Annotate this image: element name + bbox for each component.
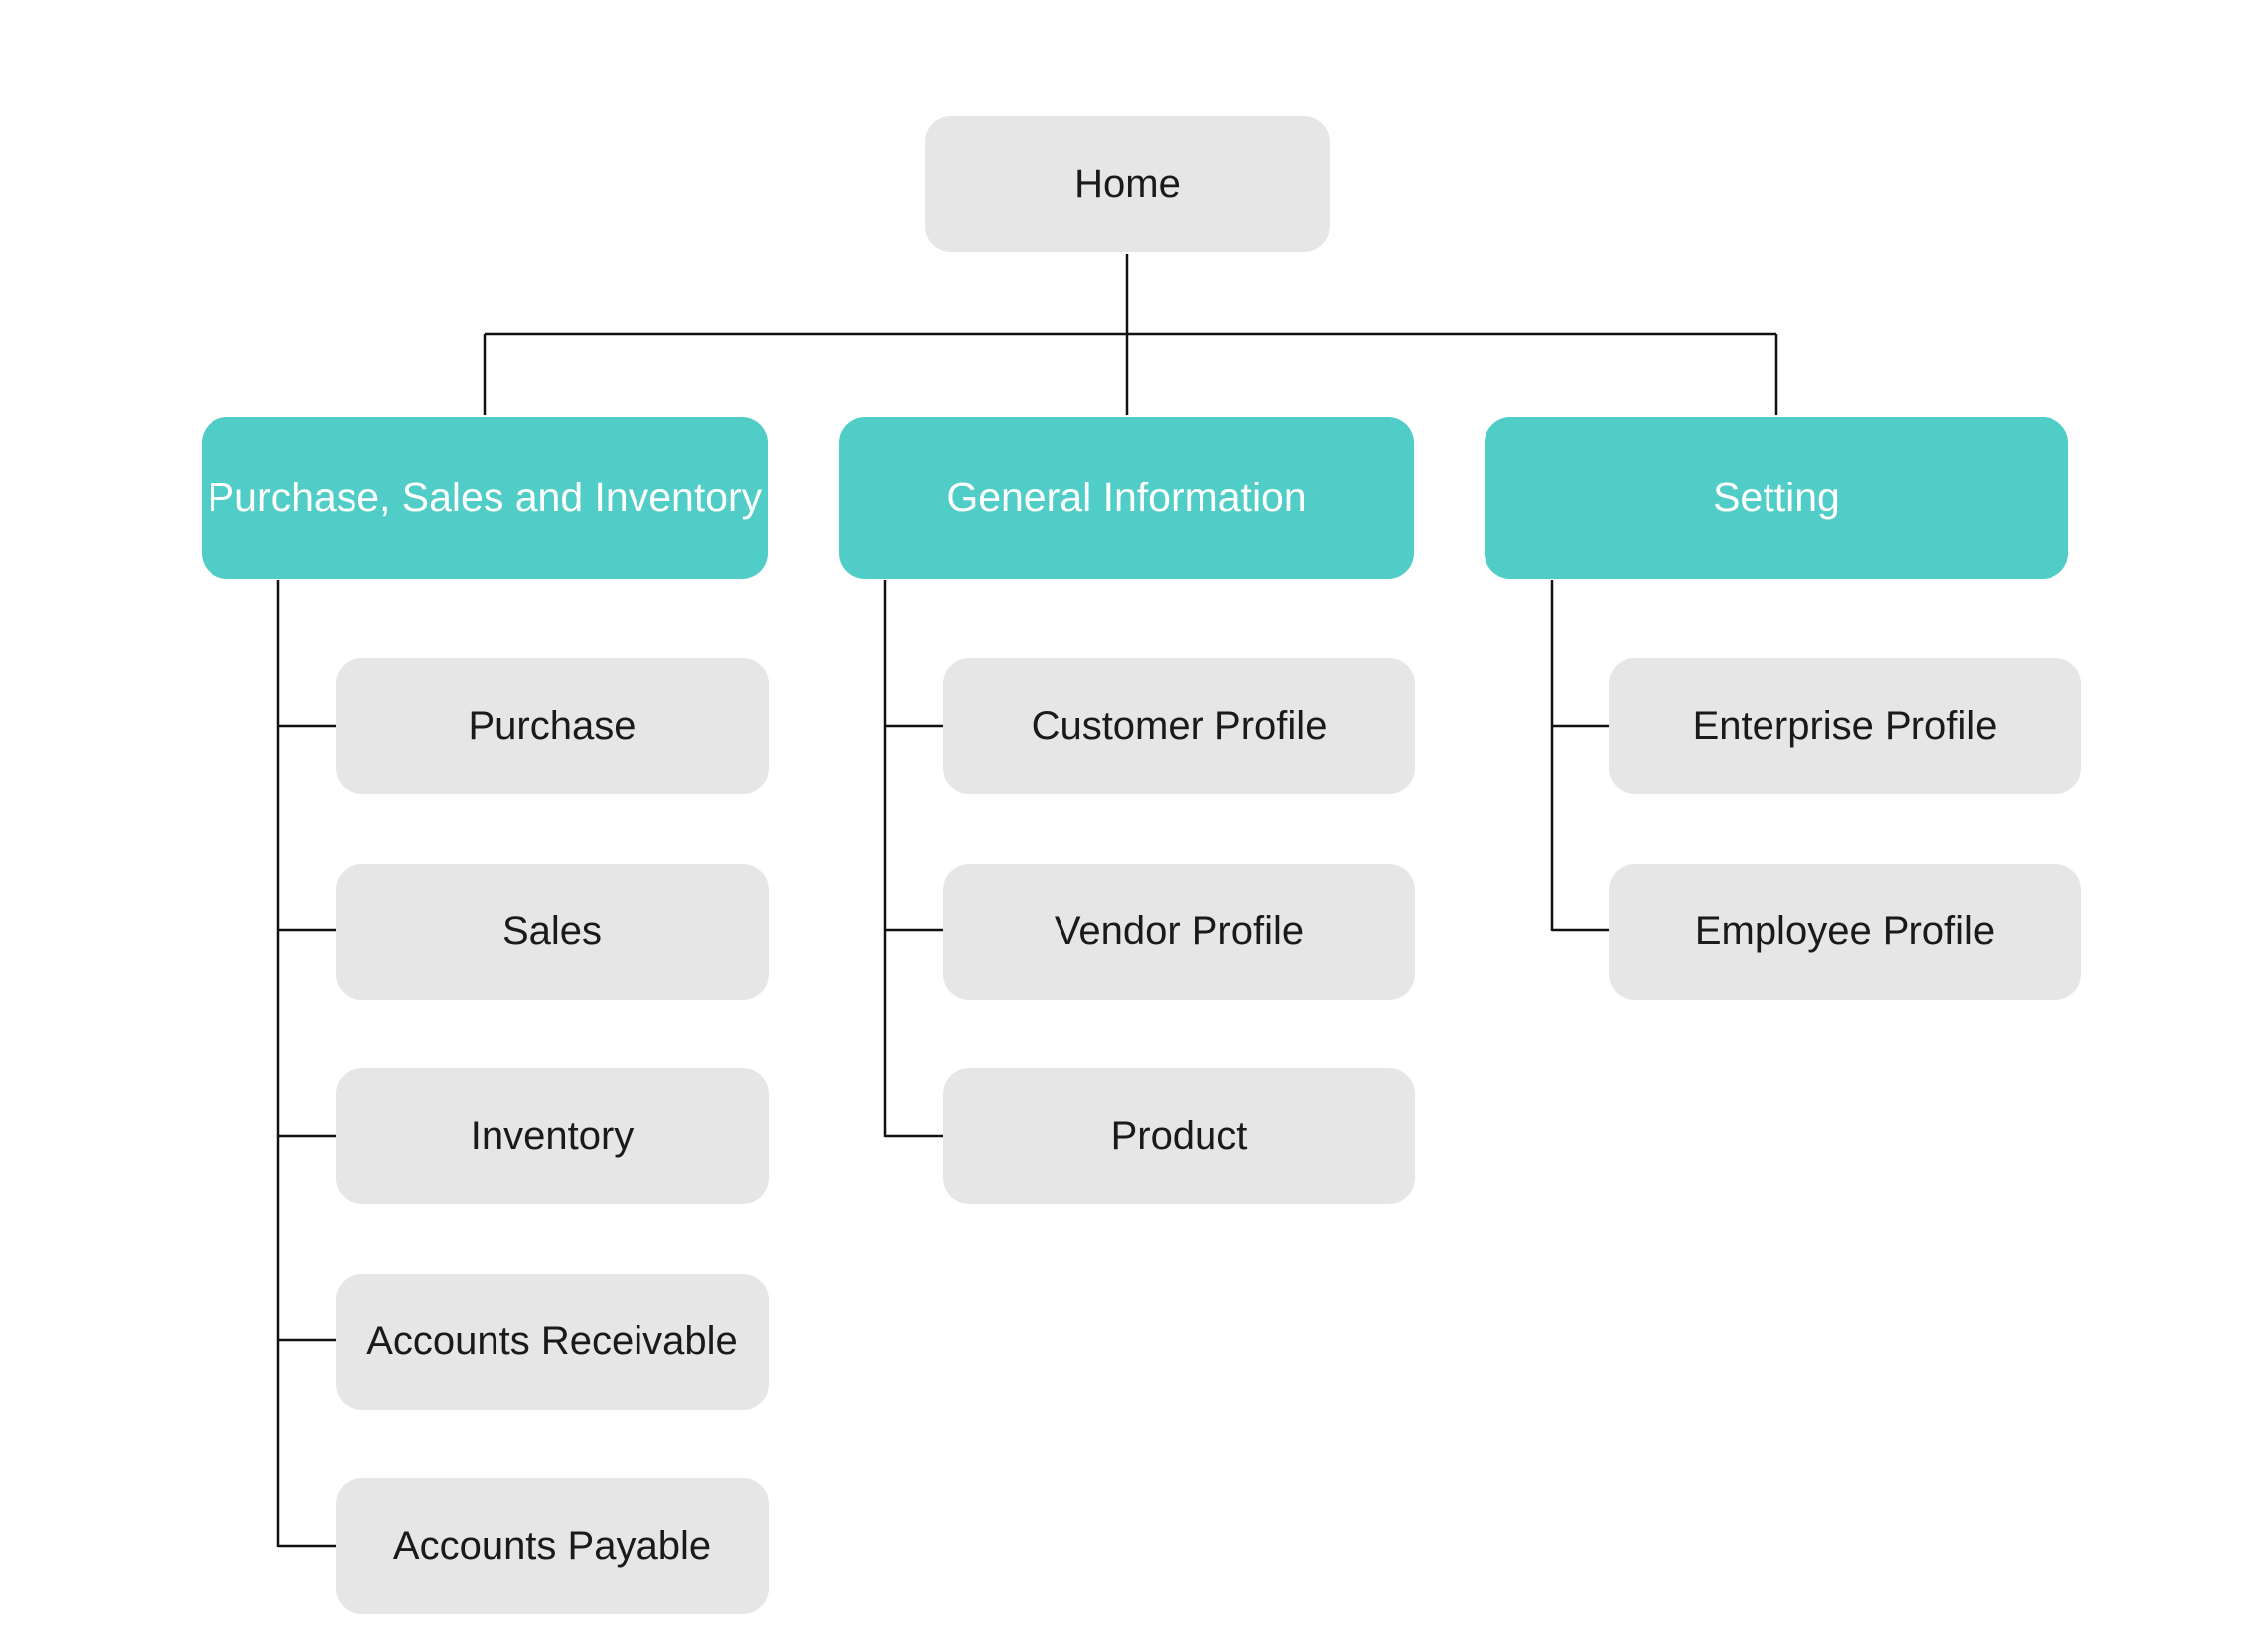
item-accounts-receivable: Accounts Receivable (336, 1274, 769, 1410)
home-node: Home (925, 116, 1330, 252)
item-product: Product (943, 1068, 1415, 1204)
root-connector (483, 254, 1778, 415)
item-vendor-profile: Vendor Profile (943, 864, 1415, 1000)
item-purchase: Purchase (336, 658, 769, 794)
item-enterprise-profile: Enterprise Profile (1609, 658, 2081, 794)
item-sales: Sales (336, 864, 769, 1000)
item-inventory: Inventory (336, 1068, 769, 1204)
item-customer-profile: Customer Profile (943, 658, 1415, 794)
item-accounts-payable: Accounts Payable (336, 1478, 769, 1614)
category-1-connector (276, 580, 336, 1548)
item-employee-profile: Employee Profile (1609, 864, 2081, 1000)
category-purchase-sales-inventory: Purchase, Sales and Inventory (202, 417, 768, 579)
category-general-information: General Information (839, 417, 1414, 579)
category-2-connector (883, 580, 943, 1138)
category-setting: Setting (1485, 417, 2068, 579)
category-3-connector (1550, 580, 1609, 932)
